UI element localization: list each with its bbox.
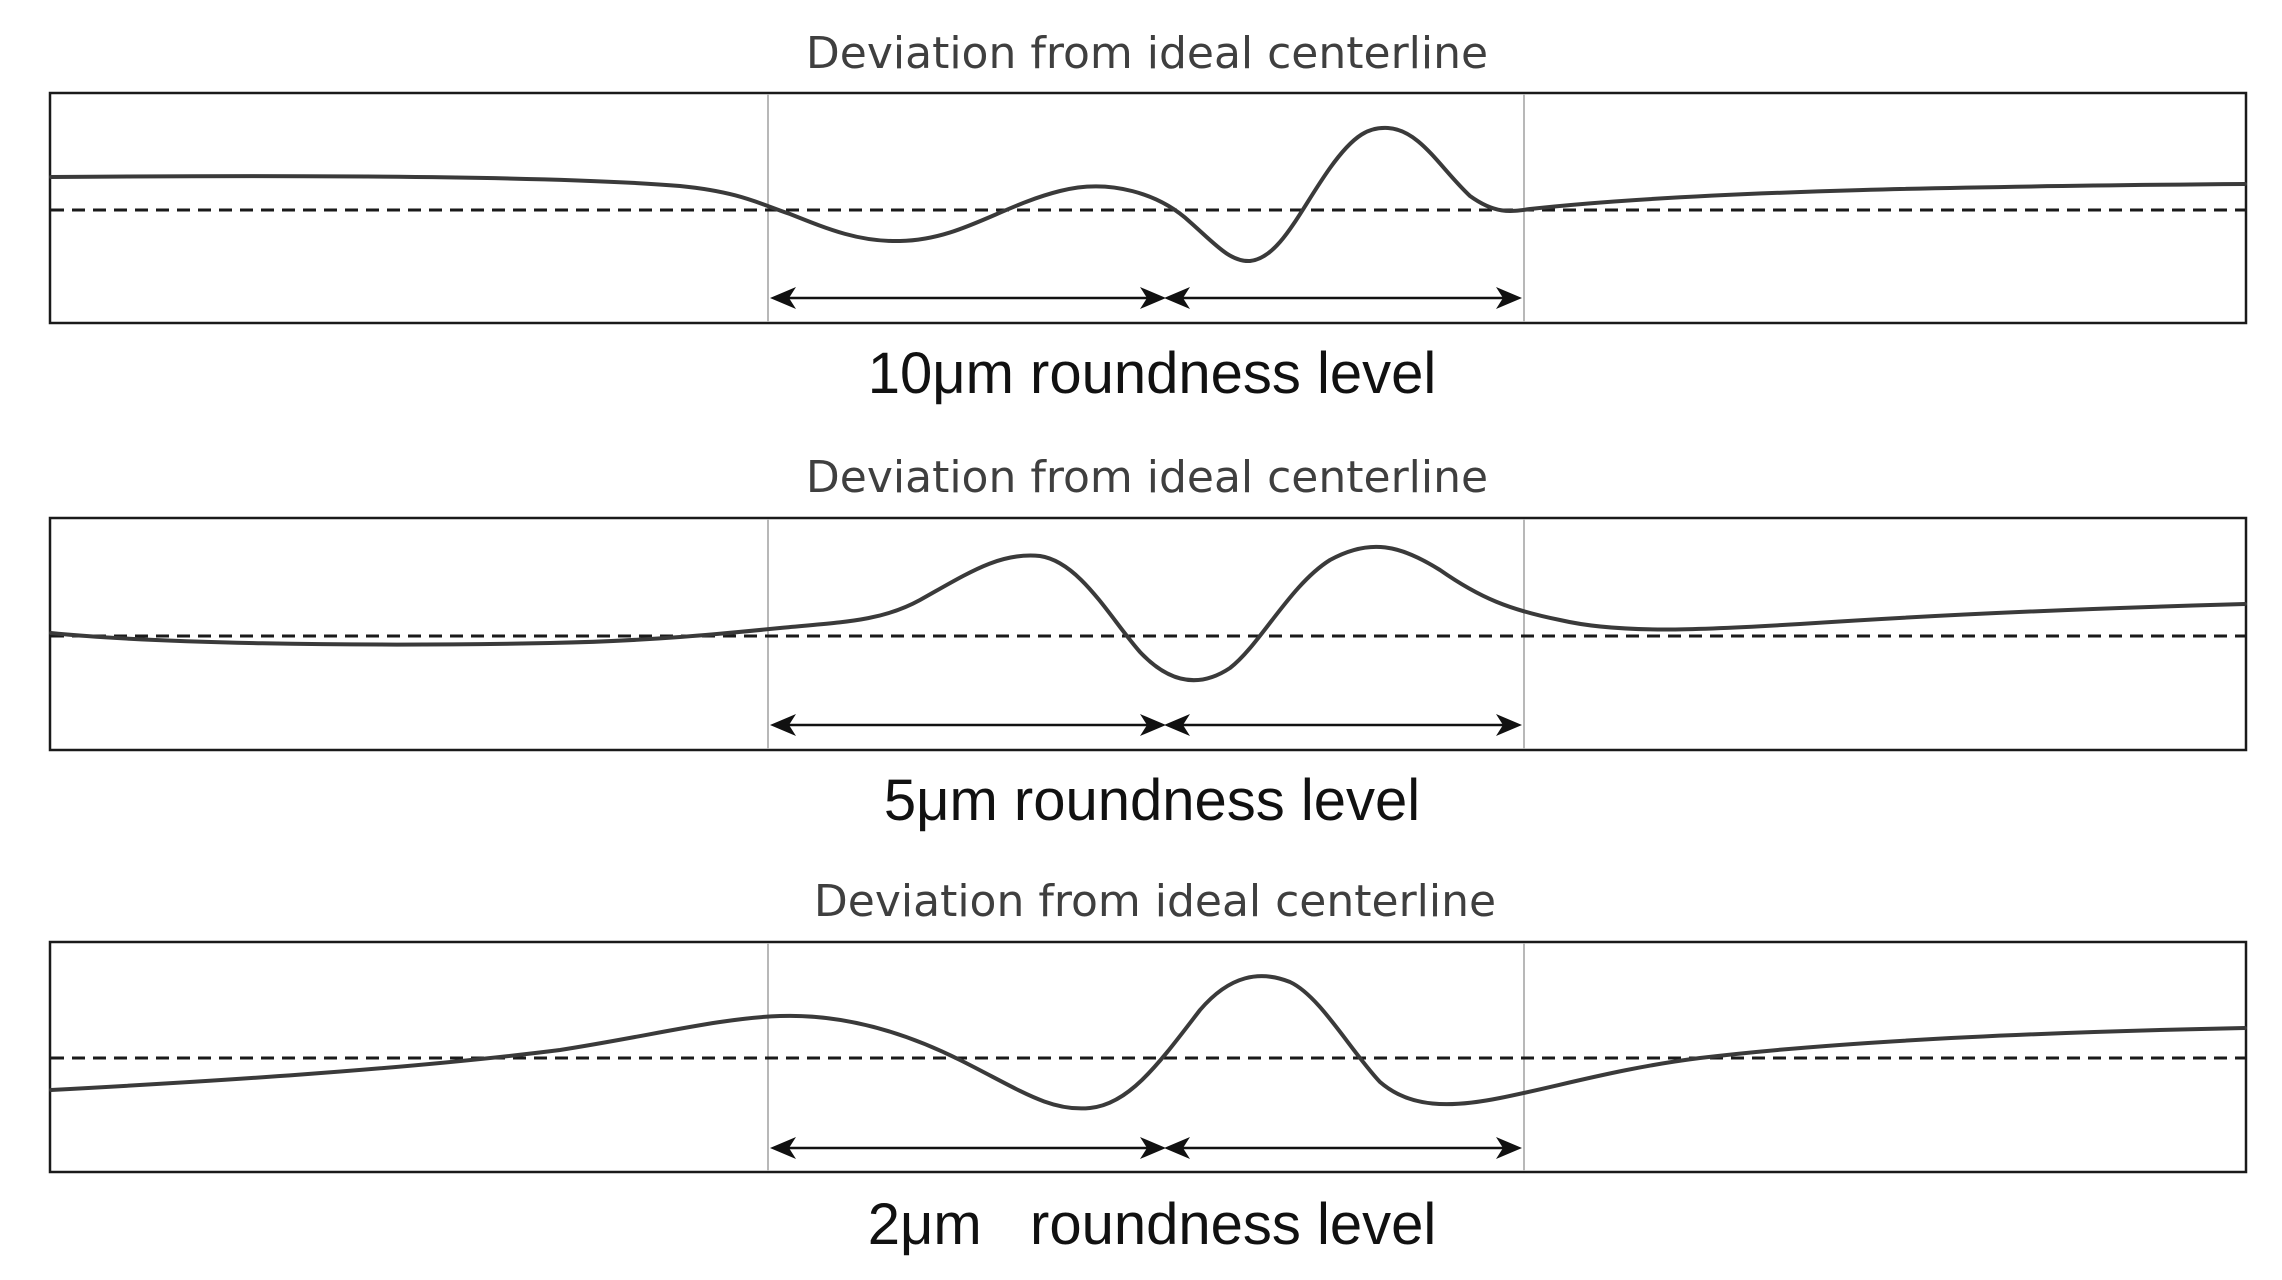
- roundness-level-label: 10μm roundness level: [868, 341, 1437, 406]
- arrowhead-right: [1496, 287, 1522, 309]
- roundness-level-label: 2μm roundness level: [868, 1192, 1437, 1257]
- arrowhead-right: [1496, 714, 1522, 736]
- arrowhead-left: [770, 1137, 796, 1159]
- deviation-profile: [49, 974, 2247, 1111]
- arrowhead-mid-left: [1164, 714, 1190, 736]
- deviation-profile: [49, 544, 2247, 683]
- arrowhead-right: [1496, 1137, 1522, 1159]
- panel-title: Deviation from ideal centerline: [806, 28, 1488, 79]
- arrowhead-mid-left: [1164, 287, 1190, 309]
- panel-10um: Deviation from ideal centerline 10μm rou…: [48, 28, 2248, 406]
- arrowhead-mid-right: [1140, 714, 1166, 736]
- roundness-level-label: 5μm roundness level: [884, 768, 1420, 833]
- panel-5um: Deviation from ideal centerline 5μm roun…: [48, 452, 2248, 833]
- plot-frame: [48, 91, 2248, 325]
- arrowhead-mid-left: [1164, 1137, 1190, 1159]
- panel-2um: Deviation from ideal centerline 2μm roun…: [48, 876, 2248, 1257]
- deviation-profile: [49, 125, 2247, 264]
- arrowhead-mid-right: [1140, 1137, 1166, 1159]
- arrowhead-left: [770, 287, 796, 309]
- plot-frame: [48, 516, 2248, 752]
- arrowhead-mid-right: [1140, 287, 1166, 309]
- panel-title: Deviation from ideal centerline: [814, 876, 1496, 927]
- arrowhead-left: [770, 714, 796, 736]
- panel-title: Deviation from ideal centerline: [806, 452, 1488, 503]
